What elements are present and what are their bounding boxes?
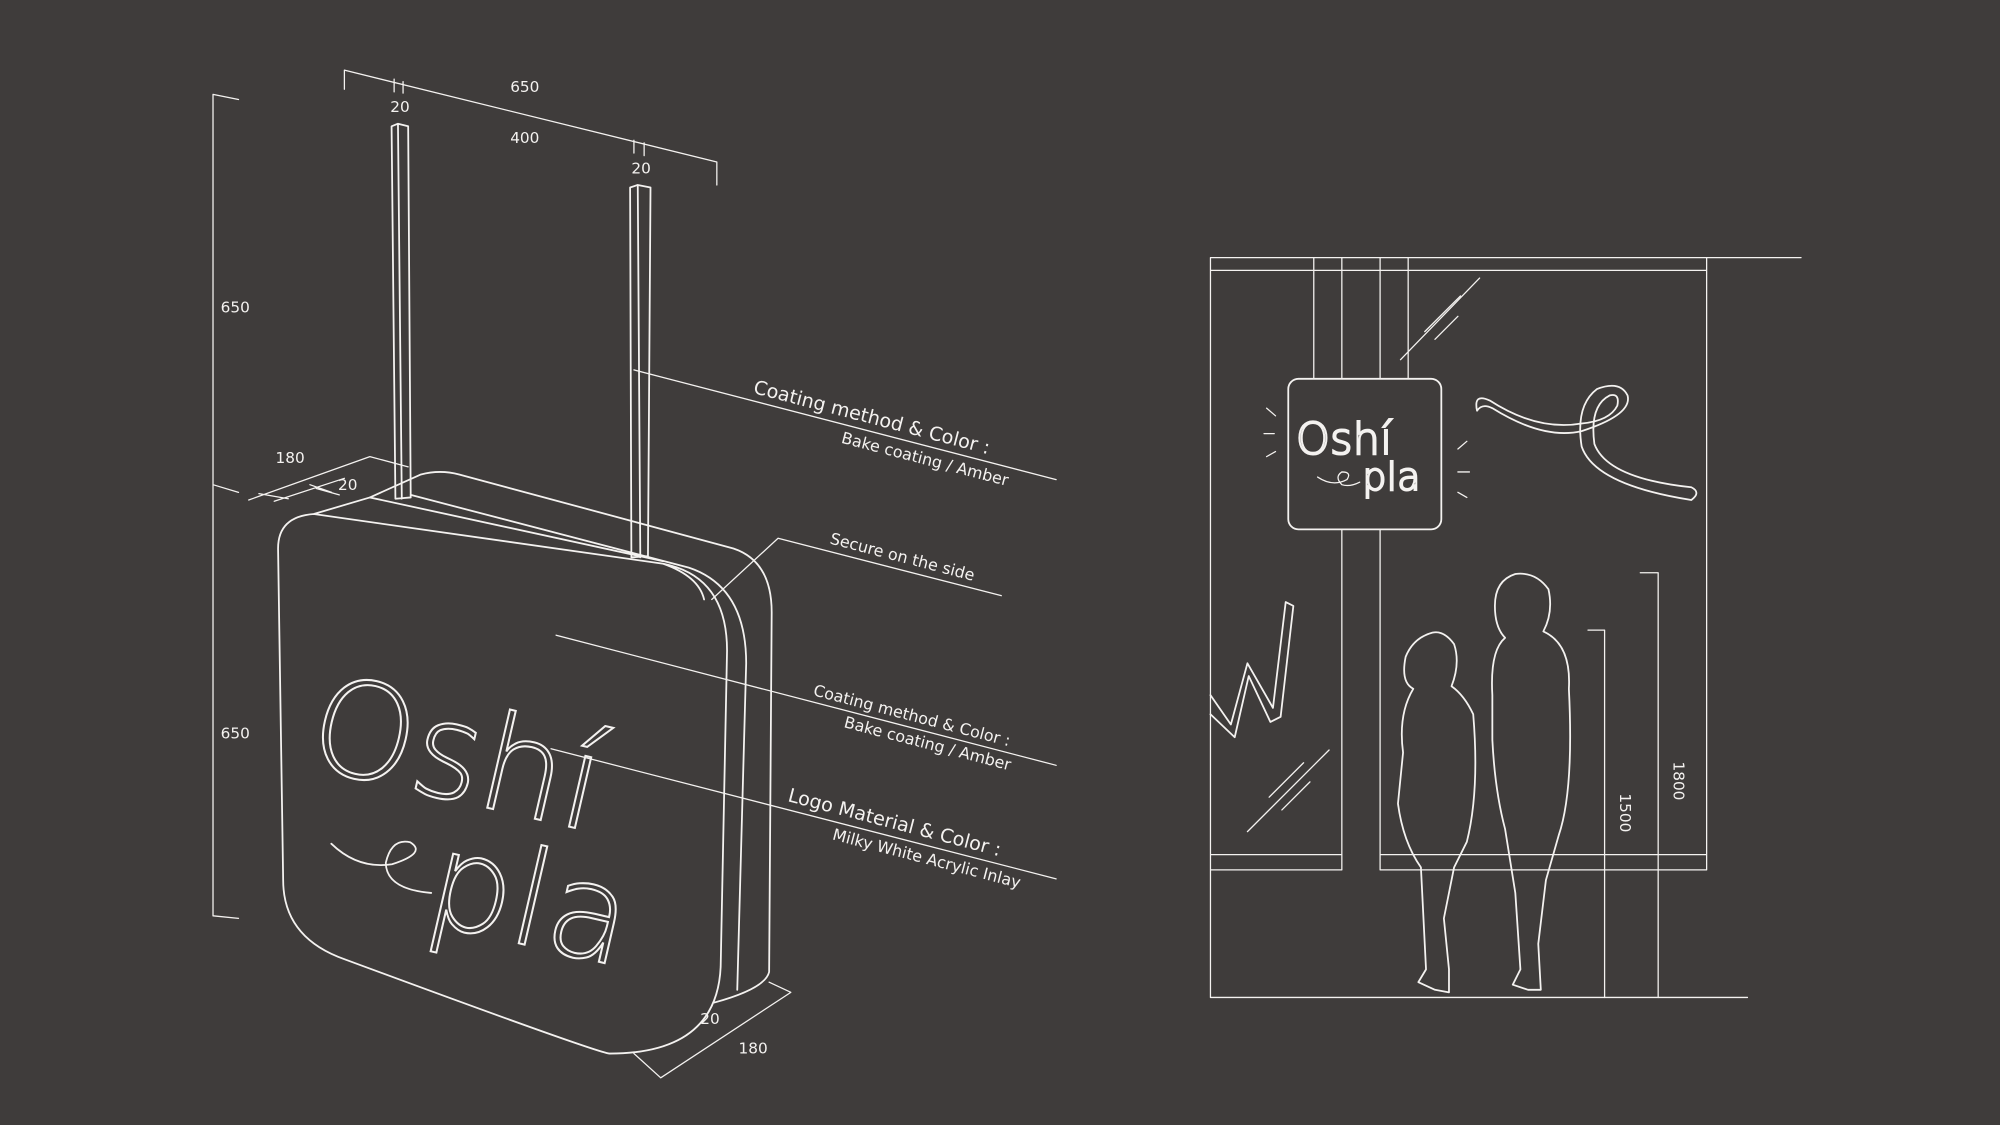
storefront-sign (1287, 377, 1443, 531)
pole-height-label: 650 (221, 298, 250, 316)
box-height-label: 650 (221, 725, 250, 743)
logo-swirl-e (330, 840, 433, 894)
depth-top-label: 180 (276, 449, 305, 467)
height-dimensions: 1500 1800 (1587, 572, 1687, 999)
pole-left (390, 122, 412, 500)
width-total-label: 650 (510, 78, 539, 96)
sign-box (277, 471, 773, 1055)
pole-spacing-label: 400 (510, 129, 539, 147)
storefront-sign-logo-line2: pla (1362, 455, 1420, 500)
depth-bottom-label: 180 (739, 1040, 768, 1058)
storefront-sign-logo-line1: Oshí (1296, 415, 1392, 465)
pole-width-left-label: 20 (390, 98, 409, 116)
window-zigzag-graphic (1209, 601, 1295, 739)
depth-top-inner-label: 20 (338, 476, 357, 494)
depth-bottom-inner-label: 20 (700, 1010, 719, 1028)
pole-width-right-label: 20 (631, 159, 650, 177)
depth-top-dimension: 180 20 (248, 449, 409, 502)
callout-box-coating: Coating method & Color : Bake coating / … (555, 634, 1057, 774)
storefront-sign-swirl (1316, 471, 1361, 487)
depth-bottom-dimension: 20 180 (633, 981, 792, 1079)
storefront-elevation: Oshí pla 1500 1800 (1209, 257, 1802, 999)
height-dimension: 650 650 (212, 93, 250, 920)
storefront-frame (1209, 257, 1802, 999)
width-dimension: 650 400 20 20 (343, 69, 718, 186)
glass-reflection (1246, 277, 1481, 833)
person-silhouette-short (1397, 631, 1477, 994)
height-1500-label: 1500 (1616, 793, 1634, 832)
window-swirl-graphic (1475, 384, 1698, 501)
person-silhouette-tall (1491, 572, 1572, 991)
height-1800-label: 1800 (1669, 761, 1687, 800)
